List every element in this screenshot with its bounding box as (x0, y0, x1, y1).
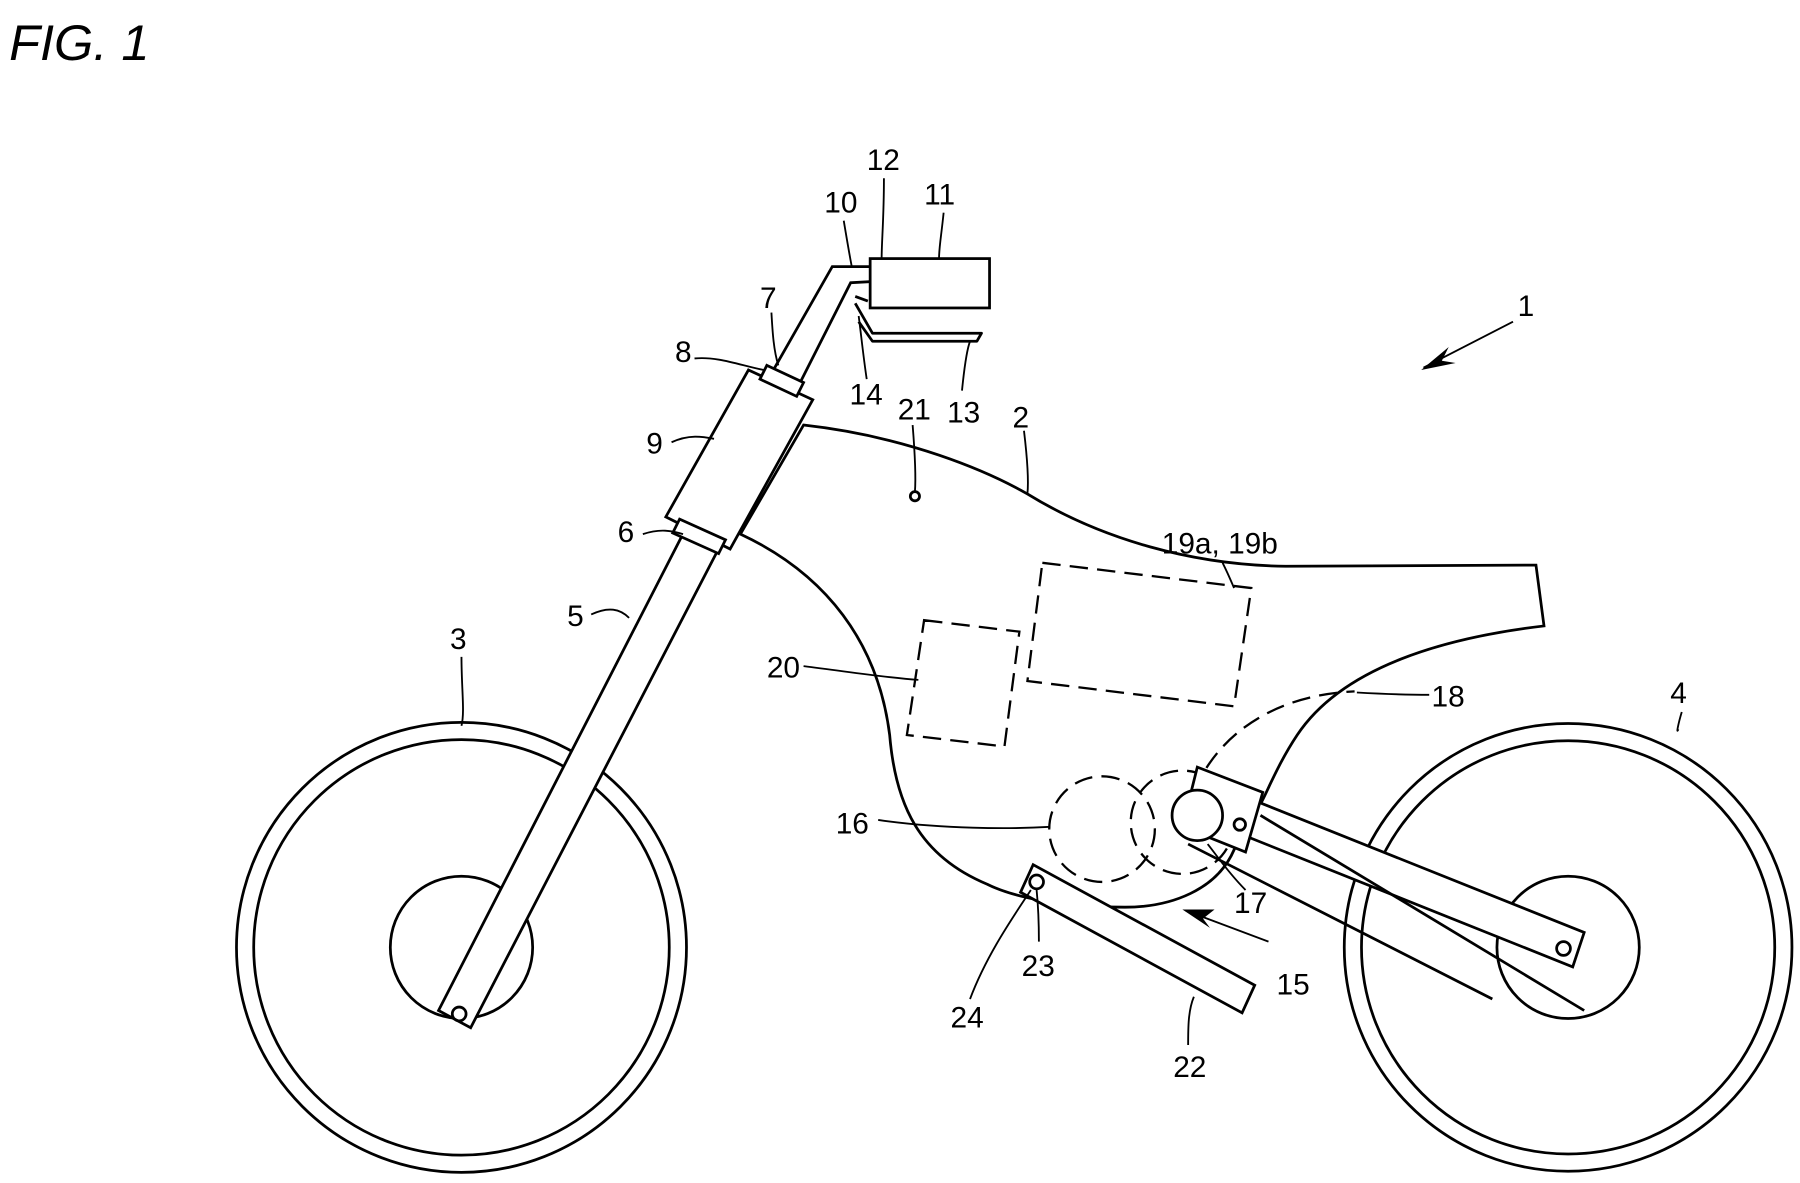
label-12: 12 (867, 144, 900, 177)
reference-numerals: 1 2 3 4 5 6 7 8 9 10 11 12 13 14 15 16 1… (450, 144, 1687, 1084)
label-5: 5 (567, 600, 584, 633)
label-8: 8 (675, 336, 692, 369)
label-20: 20 (767, 652, 800, 685)
label-18: 18 (1432, 680, 1465, 713)
label-15: 15 (1277, 968, 1310, 1001)
label-4: 4 (1670, 677, 1687, 710)
leader-lines (460, 178, 1683, 1045)
lever-13 (854, 302, 983, 343)
controller-20 (905, 618, 1021, 748)
label-19a-19b: 19a, 19b (1162, 528, 1278, 561)
label-6: 6 (618, 516, 635, 549)
handlebar-10 (769, 265, 874, 387)
motor-16 (1048, 775, 1156, 884)
front-wheel (235, 720, 688, 1174)
battery-19 (1026, 561, 1253, 708)
arrow-15 (1182, 909, 1269, 943)
drive-pulley-17 (1170, 788, 1224, 842)
label-23: 23 (1022, 950, 1055, 983)
grip-11 (868, 257, 991, 310)
arrow-1 (1421, 320, 1514, 370)
label-1: 1 (1518, 290, 1535, 323)
label-21: 21 (898, 393, 931, 426)
collar-6 (670, 517, 728, 556)
swingarm (1187, 792, 1586, 1001)
label-3: 3 (450, 623, 467, 656)
label-2: 2 (1013, 401, 1030, 434)
label-9: 9 (646, 428, 663, 461)
figure-title: FIG. 1 (9, 14, 149, 71)
label-24: 24 (951, 1002, 984, 1035)
label-11: 11 (924, 179, 955, 212)
label-22: 22 (1173, 1051, 1206, 1084)
front-fork-5 (436, 520, 726, 1030)
drive-belt (1259, 814, 1585, 1012)
label-7: 7 (760, 282, 777, 315)
label-10: 10 (824, 187, 857, 220)
label-17: 17 (1234, 887, 1267, 920)
rear-wheel (1342, 722, 1794, 1173)
side-stand-22 (1018, 862, 1257, 1015)
pivot-hole (1232, 817, 1247, 832)
label-14: 14 (849, 378, 882, 411)
collar-8 (758, 363, 806, 399)
label-16: 16 (836, 808, 869, 841)
cover-18 (1192, 690, 1355, 793)
label-13: 13 (947, 397, 980, 430)
